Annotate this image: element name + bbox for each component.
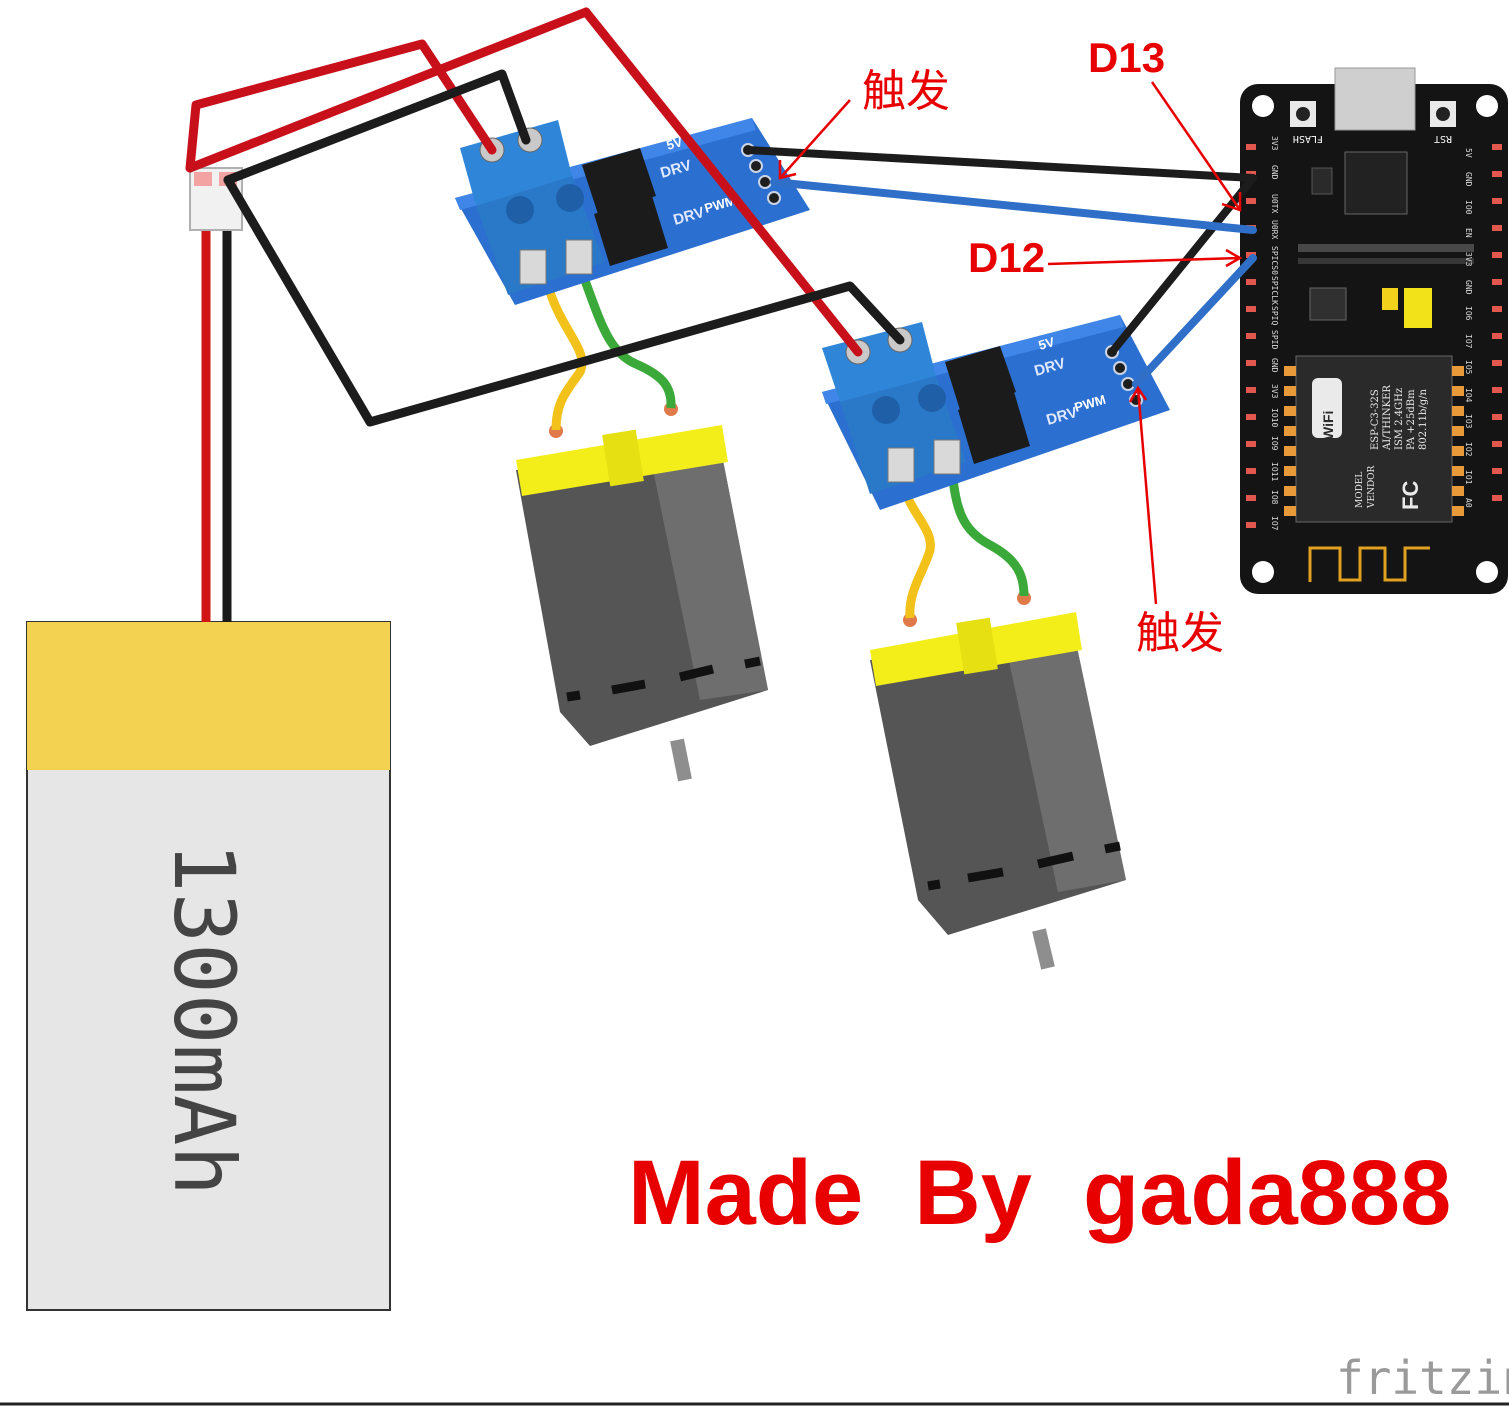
fritzing-watermark: fritzing: [1336, 1351, 1509, 1405]
wire-black-gnd-module-1: [744, 146, 1257, 182]
pin-label-d13: D13: [1088, 34, 1165, 81]
mosfet-1-pin-5v-label: 5V: [665, 134, 685, 153]
esp-right-pin-label: IO5: [1464, 360, 1473, 375]
esp-left-pin-label: IO8: [1270, 490, 1279, 505]
esp-left-pin-label: SPIQ: [1270, 306, 1279, 325]
esp-left-pin-label: U0RX: [1270, 220, 1279, 239]
esp-left-pin-label: 3V3: [1270, 136, 1279, 151]
annotations: [778, 81, 1243, 605]
esp-left-pin-label: SPICS0: [1270, 246, 1279, 275]
wire-blue-trigger-module-1: [770, 178, 1257, 234]
esp-right-pin-label: IO6: [1464, 306, 1473, 321]
esp-right-pin-labels: 5V GND IO0 EN 3V3 GND IO6 IO7 IO5 IO4 IO…: [1464, 148, 1473, 508]
esp-right-pin-label: GND: [1464, 172, 1473, 187]
esp-right-pin-label: A0: [1464, 498, 1473, 508]
wire-blue-trigger-module-2: [1132, 254, 1257, 388]
esp-right-pin-label: IO1: [1464, 470, 1473, 485]
fc-mark: FC: [1398, 481, 1423, 510]
esp-left-pin-label: 3V3: [1270, 384, 1279, 399]
battery-capacity-label: 1300mAh: [155, 842, 253, 1196]
esp-left-pin-label: GND: [1270, 358, 1279, 373]
module-line-3: ESP-C3-32S: [1370, 389, 1381, 450]
esp-left-pin-label: SPICLK: [1270, 276, 1279, 305]
battery: 1300mAh: [26, 621, 391, 1311]
esp-right-pin-label: IO0: [1464, 200, 1473, 215]
mosfet-module-1: DRV DRV 5V PWM: [455, 118, 810, 305]
module-line-6: PA +25dBm: [1406, 389, 1417, 450]
credit-text: Made By gada888: [628, 1142, 1451, 1244]
flash-button-label: FLASH: [1293, 133, 1323, 144]
module-line-5: ISM 2.4GHz: [1394, 388, 1405, 450]
module-line-2: VENDOR: [1367, 465, 1377, 509]
esp-right-pin-label: IO4: [1464, 388, 1473, 403]
battery-cap: [27, 622, 390, 770]
esp-right-pin-label: 5V: [1464, 148, 1473, 158]
wire-red-to-module-1: [185, 39, 497, 173]
esp-right-pin-label: IO3: [1464, 414, 1473, 429]
module-line-7: 802.11b/g/n: [1418, 388, 1429, 450]
esp-left-pin-label: IO10: [1270, 408, 1279, 427]
esp-right-pin-label: IO7: [1464, 334, 1473, 349]
module-line-4: AI/THINKER: [1382, 385, 1393, 451]
wifi-logo-text: WiFi: [1320, 411, 1336, 440]
trigger-label-top: 触发: [862, 66, 950, 117]
module-line-1: MODEL: [1355, 472, 1365, 508]
trigger-label-bottom: 触发: [1136, 608, 1224, 659]
esp-left-pin-label: SPID: [1270, 330, 1279, 349]
esp-right-pin-label: EN: [1464, 228, 1473, 238]
usb-port: [1334, 67, 1416, 131]
esp-right-pin-label: IO2: [1464, 442, 1473, 457]
wire-black-to-module-1: [223, 69, 531, 185]
esp-board: FLASH RST WiFi FC MODEL VENDOR ESP-C3-32…: [1240, 67, 1508, 594]
wire-black-gnd-module-2: [1108, 174, 1257, 356]
wire-red-to-module-2: [185, 7, 863, 357]
motor-leads: [543, 276, 1029, 619]
esp-left-pin-label: IO11: [1270, 462, 1279, 481]
rst-button-label: RST: [1434, 133, 1452, 144]
mosfet-module-2: DRV DRV 5V PWM: [822, 315, 1170, 510]
esp-left-pin-label: IO9: [1270, 436, 1279, 451]
wire-black-to-module-2: [223, 175, 905, 427]
esp-left-pin-label: U0TX: [1270, 194, 1279, 213]
esp-left-pin-labels: 3V3 GND U0TX U0RX SPICS0 SPICLK SPIQ SPI…: [1270, 136, 1279, 531]
mosfet-2-pin-5v-label: 5V: [1037, 334, 1057, 353]
battery-leads: [189, 167, 243, 622]
esp-right-pin-label: GND: [1464, 280, 1473, 295]
esp-left-pin-label: GND: [1270, 165, 1279, 180]
pin-label-d12: D12: [968, 234, 1045, 281]
esp-right-pin-label: 3V3: [1464, 252, 1473, 267]
mcu-chip: [1344, 151, 1408, 215]
esp-left-pin-label: IO7: [1270, 516, 1279, 531]
wires: [185, 7, 1257, 427]
motor-1: [516, 402, 768, 782]
motor-2: [870, 591, 1126, 970]
